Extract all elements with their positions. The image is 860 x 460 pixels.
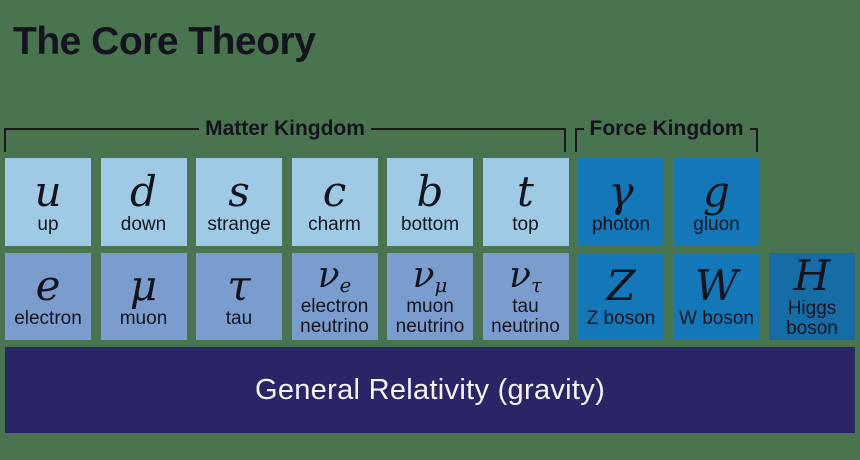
particle-symbol: c	[322, 166, 347, 216]
matter-kingdom-label: Matter Kingdom	[205, 117, 365, 140]
particle-symbol: e	[35, 261, 61, 310]
particle-name: tau neutrino	[491, 296, 560, 337]
force-kingdom-bracket: Force Kingdom	[575, 117, 759, 152]
bracket-line-right	[370, 128, 567, 152]
particle-name: top	[512, 213, 539, 235]
gravity-bar: General Relativity (gravity)	[5, 347, 855, 433]
particle-symbol-subscript: e	[339, 273, 352, 297]
bracket-line-left	[575, 128, 584, 152]
particle-name: Z boson	[586, 308, 656, 329]
particle-name: charm	[308, 213, 361, 235]
particle-symbol: H	[793, 251, 831, 300]
particle-name: tau	[225, 308, 253, 329]
particle-name: electron	[14, 308, 82, 329]
particle-symbol: Z	[606, 261, 636, 310]
bracket-line-right	[749, 128, 759, 152]
particle-symbol: t	[517, 166, 534, 216]
particle-name: photon	[591, 213, 651, 235]
particle-symbol: τ	[227, 261, 251, 310]
particle-symbol: ντ	[509, 255, 542, 297]
particle-symbol-subscript: τ	[530, 273, 542, 297]
particle-symbol: b	[416, 166, 444, 216]
particle-name: W boson	[679, 308, 754, 329]
particle-symbol: W	[694, 261, 739, 310]
particle-name: muon neutrino	[395, 296, 465, 337]
particle-symbol-subscript: μ	[434, 273, 448, 297]
particle-symbol: γ	[608, 166, 634, 216]
particle-symbol: s	[228, 166, 250, 216]
particle-name: down	[120, 213, 167, 235]
particle-symbol: d	[130, 166, 157, 216]
matter-kingdom-bracket: Matter Kingdom	[4, 117, 567, 152]
particle-symbol: g	[703, 166, 730, 216]
particle-symbol: νe	[317, 255, 352, 297]
particle-name: bottom	[400, 213, 460, 235]
particle-symbol: u	[34, 166, 62, 216]
particle-symbol: μ	[129, 261, 158, 310]
particle-name: up	[37, 213, 59, 235]
bracket-line-left	[4, 128, 200, 152]
page-title: The Core Theory	[13, 20, 316, 63]
force-kingdom-label: Force Kingdom	[589, 117, 744, 140]
particle-name: gluon	[693, 213, 740, 235]
particle-name: strange	[207, 213, 271, 235]
particle-name: muon	[119, 308, 168, 329]
particle-name: electron neutrino	[300, 296, 369, 337]
gravity-bar-label: General Relativity (gravity)	[254, 373, 606, 406]
particle-symbol: νμ	[412, 255, 448, 297]
particle-name: Higgs boson	[786, 298, 838, 339]
